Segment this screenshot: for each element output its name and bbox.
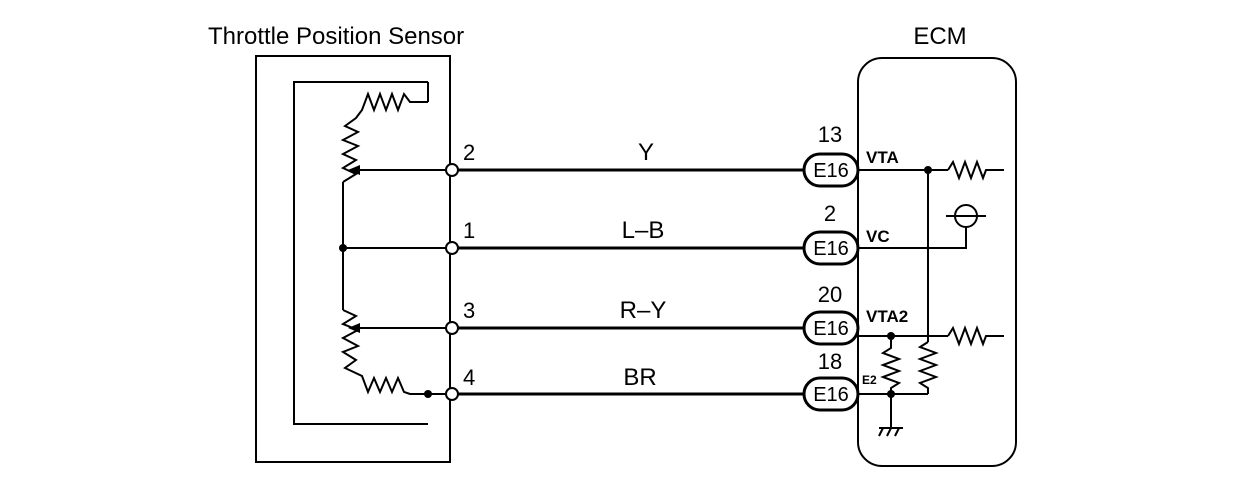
sensor-title: Throttle Position Sensor — [208, 23, 464, 50]
ecm-pin-number: 20 — [818, 282, 842, 307]
sensor-terminal-3 — [445, 321, 459, 335]
ecm-title: ECM — [913, 23, 966, 50]
signal-label: VC — [866, 227, 890, 246]
wire-color-label: BR — [623, 364, 656, 391]
sensor-terminal-4 — [445, 387, 459, 401]
ecm-pin-number: 2 — [824, 201, 836, 226]
ground-hatch — [878, 427, 884, 437]
connector-label: E16 — [813, 318, 849, 340]
signal-label: VTA2 — [866, 307, 908, 326]
connector-label: E16 — [813, 238, 849, 260]
vta-pull-resistor — [947, 159, 1004, 181]
sensor-pin-label: 4 — [463, 365, 475, 390]
connector-label: E16 — [813, 160, 849, 182]
lower-resistor — [340, 309, 428, 395]
ecm-pin-number: 13 — [818, 122, 842, 147]
sensor-pin-label: 1 — [463, 218, 475, 243]
vta2-ground-resistor — [880, 336, 902, 394]
vta2-pull-resistor — [947, 325, 1004, 347]
ground-hatch — [894, 427, 900, 437]
sensor-outer-box — [255, 55, 451, 463]
sensor-pin-label: 3 — [463, 298, 475, 323]
wire-color-label: R–Y — [620, 297, 667, 324]
pin4-junction — [424, 390, 432, 398]
ground-hatch — [886, 427, 892, 437]
ecm-pin-number: 18 — [818, 349, 842, 374]
sensor-inner-frame — [293, 81, 428, 425]
ecm-vc-line — [858, 228, 967, 249]
sensor-terminal-1 — [445, 241, 459, 255]
signal-label: E2 — [862, 373, 877, 387]
signal-label: VTA — [866, 148, 899, 167]
sensor-pin-label: 2 — [463, 140, 475, 165]
wire-color-label: L–B — [622, 217, 665, 244]
connector-label: E16 — [813, 384, 849, 406]
vta-ground-resistor — [917, 341, 939, 394]
wire-color-label: Y — [638, 139, 654, 166]
ecm-box — [857, 57, 1017, 467]
upper-resistor — [340, 91, 428, 183]
connector-e16 — [802, 310, 860, 346]
sensor-terminal-2 — [445, 163, 459, 177]
wiper-vta-arrow — [348, 165, 360, 175]
wiper-vta2-arrow — [348, 323, 360, 333]
